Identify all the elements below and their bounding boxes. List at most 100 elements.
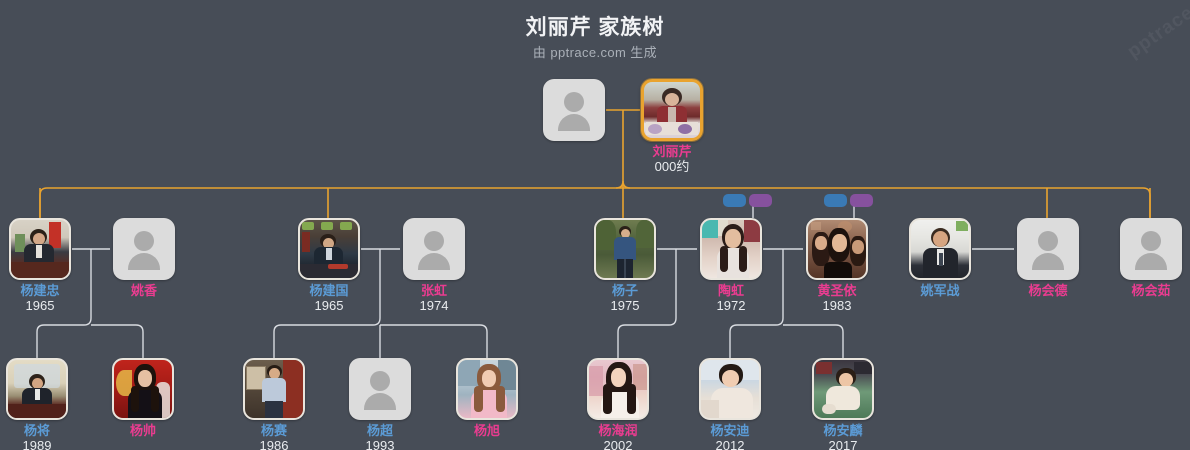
avatar-photo-yangzi [594,218,656,280]
photo-detail [245,360,303,418]
avatar-placeholder [403,218,465,280]
person-name: 姚香 [130,283,157,298]
avatar-placeholder [113,218,175,280]
avatar-photo-liuliqin [641,79,703,141]
person-name: 杨安迪 [710,423,750,438]
avatar-photo-yangxu [456,358,518,420]
avatar-placeholder [543,79,605,141]
person-node-yaoxiang[interactable]: 姚香 [110,218,178,298]
photo-detail [644,82,700,138]
person-name: 杨赛 [260,423,287,438]
person-year: 2017 [828,438,858,450]
avatar-placeholder [1017,218,1079,280]
person-node-yanghairun[interactable]: 杨海润 2002 [584,358,652,450]
photo-detail [300,220,358,278]
person-node-yangshuai[interactable]: 杨帅 [109,358,177,438]
person-node-yaojunzhan[interactable]: 姚军战 [906,218,974,298]
person-name: 姚军战 [920,283,960,298]
badge-blue-icon [824,194,847,207]
badge-purple-icon [850,194,873,207]
person-year: 1993 [365,438,395,450]
person-head-icon [1141,231,1161,251]
person-node-liuliqin[interactable]: 刘丽芹 000约 [638,79,706,174]
person-node-yanghuiru[interactable]: 杨会茹 [1117,218,1185,298]
person-name: 黄圣依 [817,283,857,298]
avatar-placeholder [1120,218,1182,280]
person-node-yangandi[interactable]: 杨安迪 2012 [696,358,764,450]
person-node-yangsai[interactable]: 杨赛 1986 [240,358,308,450]
person-node-huangshengyi[interactable]: 黄圣依 1983 [803,218,871,313]
person-node-taohong[interactable]: 陶虹 1972 [697,218,765,313]
person-node-yangjiang[interactable]: 杨将 1989 [3,358,71,450]
photo-detail [808,220,866,278]
person-year: 000约 [654,159,690,174]
person-year: 1972 [716,298,746,313]
photo-detail [11,220,69,278]
photo-detail [8,360,66,418]
person-name: 杨超 [366,423,393,438]
person-year: 1986 [259,438,289,450]
person-head-icon [564,92,584,112]
avatar-photo-yangjianzhong [9,218,71,280]
person-node-yangjianzhong[interactable]: 杨建忠 1965 [6,218,74,313]
page-subtitle: 由 pptrace.com 生成 [532,45,658,60]
person-name: 杨会茹 [1131,283,1171,298]
person-year: 2002 [603,438,633,450]
person-node-yangxu[interactable]: 杨旭 [453,358,521,438]
photo-detail [814,360,872,418]
photo-detail [911,220,969,278]
photo-detail [458,360,516,418]
marriage-badge-pair-huangshengyi [824,194,873,207]
person-name: 张虹 [420,283,447,298]
person-name: 杨建忠 [20,283,60,298]
person-head-icon [1038,231,1058,251]
person-node-yanghuide[interactable]: 杨会德 [1014,218,1082,298]
marriage-badge-pair-taohong [723,194,772,207]
badge-purple-icon [749,194,772,207]
person-node-spouse-root[interactable] [540,79,608,144]
avatar-photo-yaojunzhan [909,218,971,280]
person-body-icon [128,253,160,270]
photo-detail [114,360,172,418]
person-node-yangchao[interactable]: 杨超 1993 [346,358,414,450]
person-name: 杨帅 [129,423,156,438]
avatar-photo-yangshuai [112,358,174,420]
photo-detail [702,220,760,278]
person-name: 杨安麟 [823,423,863,438]
avatar-photo-taohong [700,218,762,280]
person-name: 杨海润 [598,423,638,438]
person-year: 1965 [25,298,55,313]
person-year: 1989 [22,438,52,450]
avatar-photo-yangjianguo [298,218,360,280]
person-name: 杨会德 [1028,283,1068,298]
person-head-icon [134,231,154,251]
avatar-photo-yanganlin [812,358,874,420]
person-node-yangjianguo[interactable]: 杨建国 1965 [295,218,363,313]
avatar-photo-yangsai [243,358,305,420]
person-head-icon [370,371,390,391]
badge-blue-icon [723,194,746,207]
person-body-icon [1135,253,1167,270]
person-year: 2012 [715,438,745,450]
avatar-photo-yanghairun [587,358,649,420]
person-name: 杨旭 [473,423,500,438]
person-year: 1965 [314,298,344,313]
avatar-photo-huangshengyi [806,218,868,280]
person-body-icon [418,253,450,270]
person-year: 1983 [822,298,852,313]
person-name: 杨子 [611,283,638,298]
person-body-icon [558,114,590,131]
person-body-icon [1032,253,1064,270]
photo-detail [701,360,759,418]
avatar-photo-yangjiang [6,358,68,420]
avatar-placeholder [349,358,411,420]
person-node-yanganlin[interactable]: 杨安麟 2017 [809,358,877,450]
page-title: 刘丽芹 家族树 [525,16,665,39]
person-name: 杨建国 [309,283,349,298]
person-node-yangzi[interactable]: 杨子 1975 [591,218,659,313]
person-node-zhanghong[interactable]: 张虹 1974 [400,218,468,313]
person-year: 1975 [610,298,640,313]
person-name: 陶虹 [717,283,744,298]
person-head-icon [424,231,444,251]
person-body-icon [364,393,396,410]
